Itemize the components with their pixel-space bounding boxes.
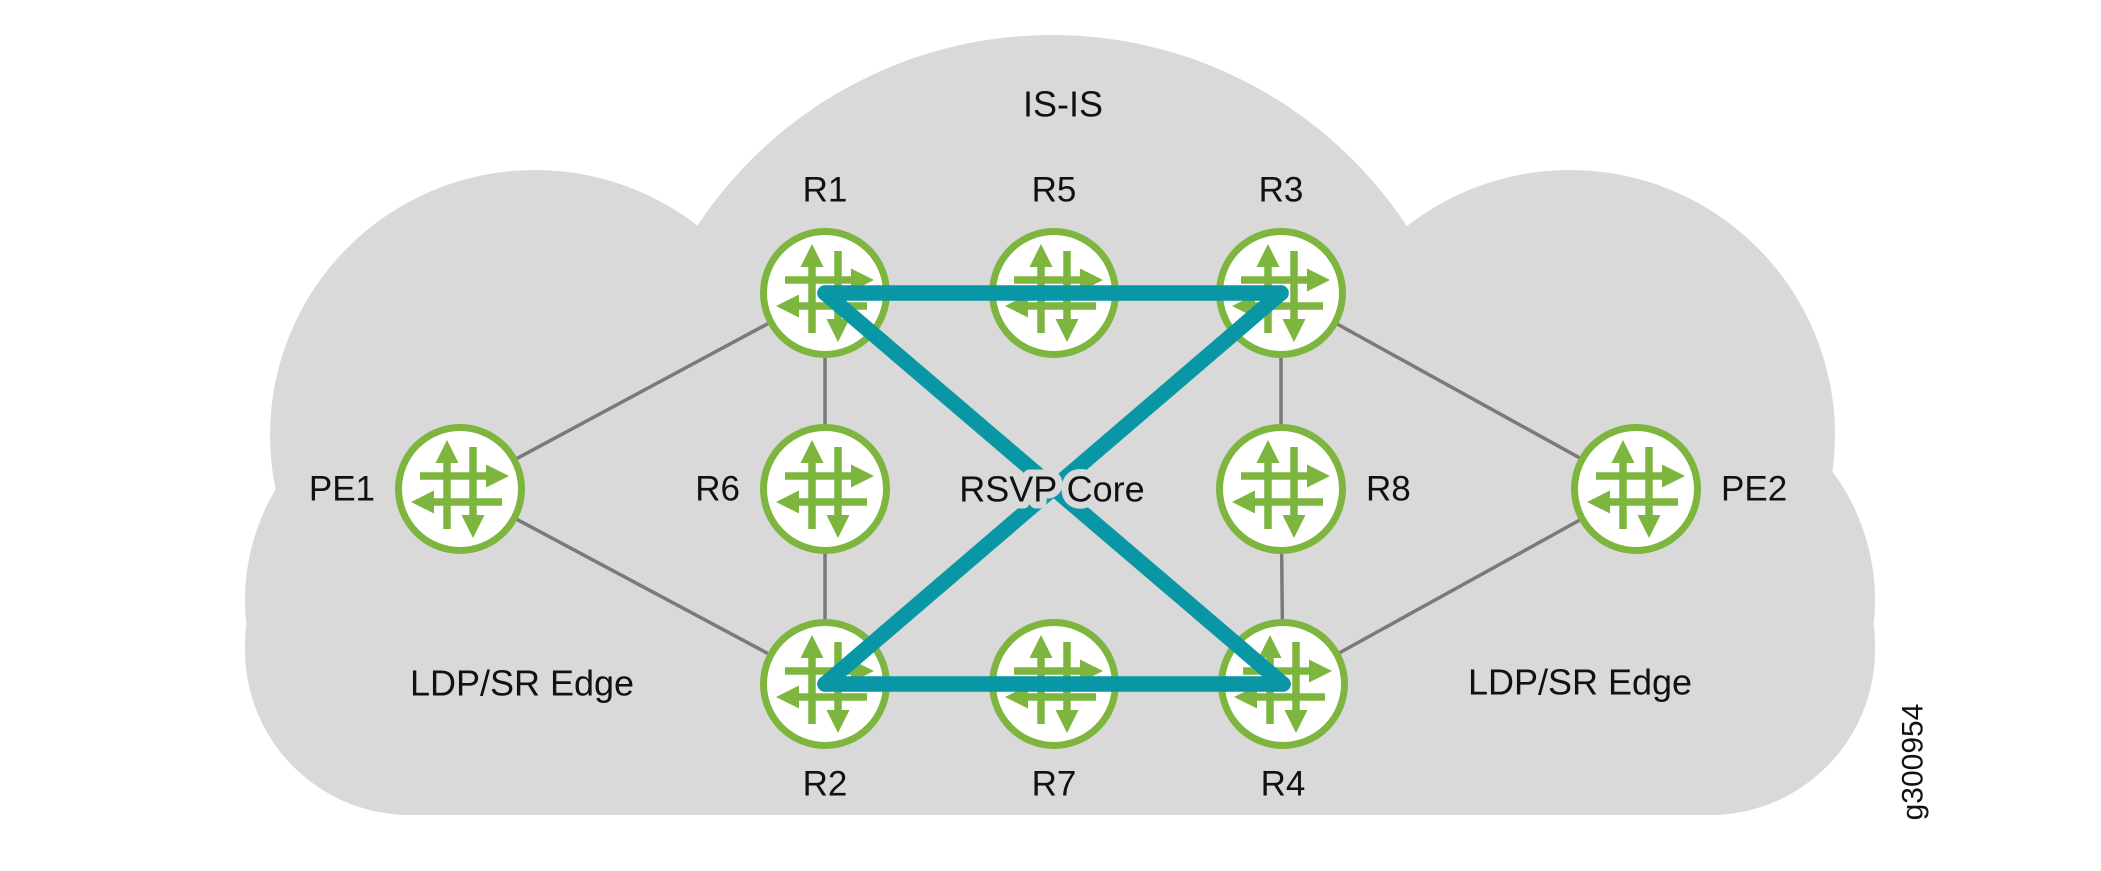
node-label-pe2: PE2 bbox=[1721, 470, 1787, 509]
node-label-r4: R4 bbox=[1261, 765, 1306, 804]
region-labels: IS-IS RSVP Core LDP/SR Edge LDP/SR Edge bbox=[410, 84, 1692, 704]
pe2-router-icon bbox=[1575, 428, 1698, 551]
r6-router-icon bbox=[764, 428, 887, 551]
rsvp-core-links bbox=[817, 285, 1291, 692]
node-label-r3: R3 bbox=[1259, 171, 1304, 210]
r8-router-icon bbox=[1220, 428, 1343, 551]
pe1-router-icon bbox=[399, 428, 522, 551]
region-label-isis: IS-IS bbox=[1023, 84, 1103, 125]
figure-id-label: g300954 bbox=[1897, 704, 1930, 821]
rsvp-link-r3-r2 bbox=[817, 285, 1289, 692]
igp-link-r4-pe2 bbox=[1282, 487, 1637, 686]
node-label-r7: R7 bbox=[1032, 765, 1077, 804]
igp-link-pe1-r1 bbox=[459, 291, 826, 491]
region-label-rsvp-core: RSVP Core bbox=[959, 469, 1144, 510]
igp-link-pe1-r2 bbox=[459, 487, 826, 686]
node-label-r1: R1 bbox=[803, 171, 848, 210]
node-label-r6: R6 bbox=[695, 470, 740, 509]
node-label-r8: R8 bbox=[1366, 470, 1411, 509]
node-label-r5: R5 bbox=[1032, 171, 1077, 210]
region-label-ldp-sr-edge-right: LDP/SR Edge bbox=[1468, 662, 1692, 703]
node-label-r2: R2 bbox=[803, 765, 848, 804]
node-label-pe1: PE1 bbox=[309, 470, 375, 509]
region-label-ldp-sr-edge-left: LDP/SR Edge bbox=[410, 663, 634, 704]
igp-link-r3-pe2 bbox=[1280, 291, 1637, 491]
